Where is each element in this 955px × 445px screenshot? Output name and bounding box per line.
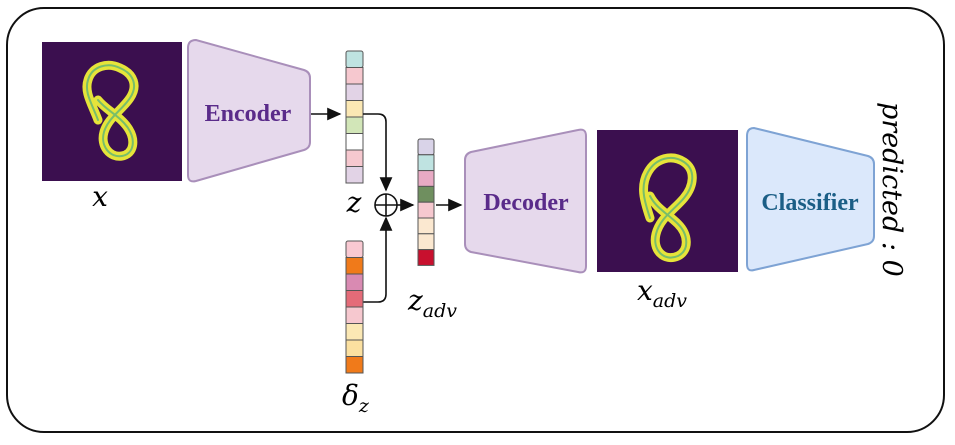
perturbation-label: δz (342, 379, 370, 417)
vec-delta-cell (345, 356, 364, 374)
arrow-z-to-sum (363, 113, 393, 192)
vec-zadv-cell (417, 217, 435, 235)
vec-delta-cell (345, 323, 364, 341)
classifier-label: Classifier (761, 190, 859, 216)
vec-z-cell (345, 166, 364, 184)
latent-vector-z (345, 50, 364, 184)
adv-output-label: xadv (637, 274, 687, 312)
vec-delta-cell (345, 273, 364, 291)
vec-zadv-cell (417, 185, 435, 203)
vec-delta-cell (345, 339, 364, 357)
arrow-delta-to-sum (363, 216, 393, 303)
latent-var-label: z (346, 186, 362, 219)
decoder-label: Decoder (483, 190, 569, 216)
vec-z-cell (345, 133, 364, 151)
vec-z-cell (345, 67, 364, 85)
diagram-frame (6, 7, 945, 433)
vec-z-cell (345, 100, 364, 118)
input-var-label: x (92, 180, 108, 213)
adv-latent-label: zadv (407, 284, 457, 322)
vec-z-cell (345, 83, 364, 101)
sum-operator (374, 193, 398, 217)
vec-delta-cell (345, 257, 364, 275)
vec-delta-cell (345, 240, 364, 258)
vec-zadv-cell (417, 201, 435, 219)
vec-delta-cell (345, 306, 364, 324)
prediction-label: predicted : 0 (876, 102, 907, 277)
decoder-block (464, 128, 587, 274)
input-image (42, 42, 182, 181)
vec-zadv-cell (417, 170, 435, 187)
vec-z-cell (345, 149, 364, 167)
vec-z-cell (345, 50, 364, 68)
classifier-block (746, 126, 875, 272)
vec-zadv-cell (417, 233, 435, 251)
adversarial-output-image (597, 130, 738, 272)
adversarial-latent-vector (417, 138, 435, 266)
vec-delta-cell (345, 290, 364, 308)
vec-zadv-cell (417, 154, 435, 172)
vec-zadv-cell (417, 249, 435, 266)
vec-z-cell (345, 116, 364, 134)
encoder-block (187, 38, 311, 183)
vec-zadv-cell (417, 138, 435, 156)
encoder-label: Encoder (205, 101, 292, 127)
perturbation-vector (345, 240, 364, 374)
